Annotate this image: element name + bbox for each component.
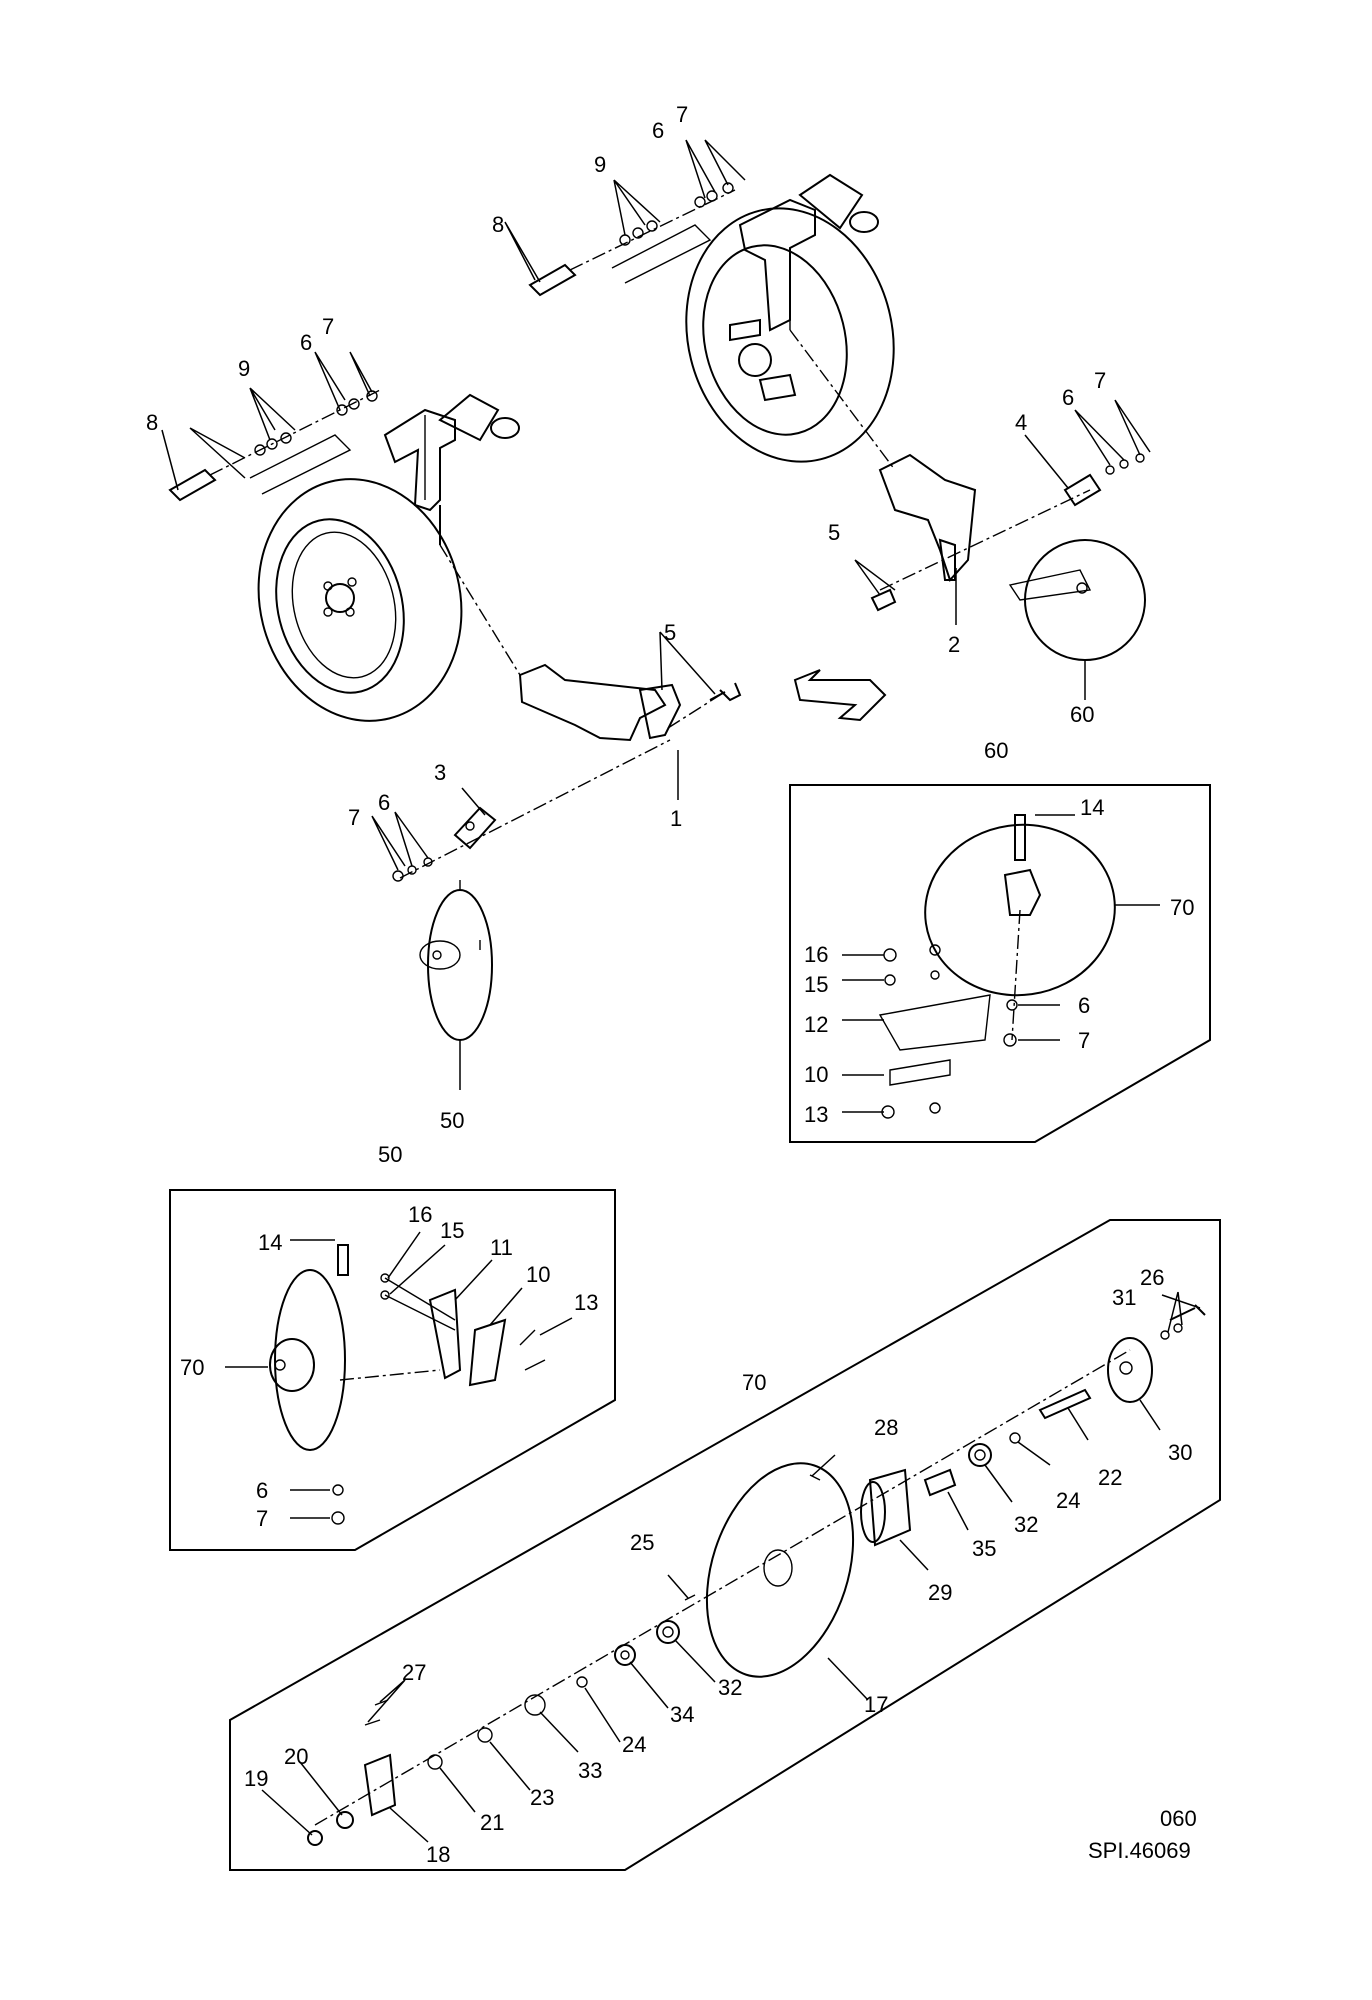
box60-callout-10: 10 — [804, 1062, 828, 1087]
detail-box-70 — [229, 1219, 1221, 1871]
box70-callout-20: 20 — [284, 1744, 308, 1769]
drawing-reference: SPI.46069 — [1088, 1838, 1191, 1863]
page-code: 060 — [1160, 1806, 1197, 1831]
box60-callout-7: 7 — [1078, 1028, 1090, 1053]
box70-callout-35: 35 — [972, 1536, 996, 1561]
box70-callout-22: 22 — [1098, 1465, 1122, 1490]
right-wheel-assembly — [528, 173, 1146, 661]
box50-callout-10: 10 — [526, 1262, 550, 1287]
callout-5-left: 5 — [664, 620, 676, 645]
box60-callout-13: 13 — [804, 1102, 828, 1127]
callout-8-left: 8 — [146, 410, 158, 435]
callout-6-left: 6 — [300, 330, 312, 355]
box60-callout-12: 12 — [804, 1012, 828, 1037]
box70-callout-19: 19 — [244, 1766, 268, 1791]
callout-9-top: 9 — [594, 152, 606, 177]
box50-title: 50 — [378, 1142, 402, 1167]
box50-callout-14: 14 — [258, 1230, 282, 1255]
box70-callout-34: 34 — [670, 1702, 694, 1727]
callout-5-right: 5 — [828, 520, 840, 545]
box50-callout-70: 70 — [180, 1355, 204, 1380]
box50-callout-7: 7 — [256, 1506, 268, 1531]
box70-callout-26: 26 — [1140, 1265, 1164, 1290]
box70-callout-32-lower: 32 — [718, 1675, 742, 1700]
box70-callout-25: 25 — [630, 1530, 654, 1555]
box70-callout-33: 33 — [578, 1758, 602, 1783]
callout-2: 2 — [948, 632, 960, 657]
box70-callout-17: 17 — [864, 1692, 888, 1717]
leader-lines — [161, 139, 1201, 1843]
box70-callout-21: 21 — [480, 1810, 504, 1835]
box60-callout-14: 14 — [1080, 795, 1104, 820]
box50-callout-16: 16 — [408, 1202, 432, 1227]
box70-callout-29: 29 — [928, 1580, 952, 1605]
box50-callout-13: 13 — [574, 1290, 598, 1315]
box70-callout-32-upper: 32 — [1014, 1512, 1038, 1537]
box70-callout-27: 27 — [402, 1660, 426, 1685]
box60-callout-70: 70 — [1170, 895, 1194, 920]
box60-callout-15: 15 — [804, 972, 828, 997]
box60-callout-6: 6 — [1078, 993, 1090, 1018]
box50-callout-15: 15 — [440, 1218, 464, 1243]
callout-6-top: 6 — [652, 118, 664, 143]
travel-direction-arrow — [793, 669, 887, 722]
callout-7-disc: 7 — [348, 805, 360, 830]
box70-callout-30: 30 — [1168, 1440, 1192, 1465]
callout-7-left: 7 — [322, 314, 334, 339]
callout-6-disc: 6 — [378, 790, 390, 815]
box70-callout-24-upper: 24 — [1056, 1488, 1080, 1513]
box70-callout-23: 23 — [530, 1785, 554, 1810]
box70-callout-18: 18 — [426, 1842, 450, 1867]
callout-labels: 1 2 3 4 5 5 6 7 6 7 6 7 6 7 8 8 9 9 50 6… — [146, 102, 1194, 1867]
callout-3: 3 — [434, 760, 446, 785]
callout-4: 4 — [1015, 410, 1027, 435]
detail-box-60 — [789, 784, 1211, 1143]
box70-title: 70 — [742, 1370, 766, 1395]
box70-callout-24-lower: 24 — [622, 1732, 646, 1757]
box60-title: 60 — [984, 738, 1008, 763]
callout-6-right: 6 — [1062, 385, 1074, 410]
box70-callout-31: 31 — [1112, 1285, 1136, 1310]
box60-callout-16: 16 — [804, 942, 828, 967]
box70-callout-28: 28 — [874, 1415, 898, 1440]
callout-1: 1 — [670, 806, 682, 831]
box50-callout-11: 11 — [490, 1235, 513, 1260]
callout-50: 50 — [440, 1108, 464, 1133]
left-wheel-assembly — [168, 389, 742, 1041]
callout-7-right: 7 — [1094, 368, 1106, 393]
detail-box-50 — [169, 1189, 616, 1551]
box50-callout-6: 6 — [256, 1478, 268, 1503]
callout-7-top: 7 — [676, 102, 688, 127]
callout-60: 60 — [1070, 702, 1094, 727]
callout-9-left: 9 — [238, 356, 250, 381]
callout-8-top: 8 — [492, 212, 504, 237]
